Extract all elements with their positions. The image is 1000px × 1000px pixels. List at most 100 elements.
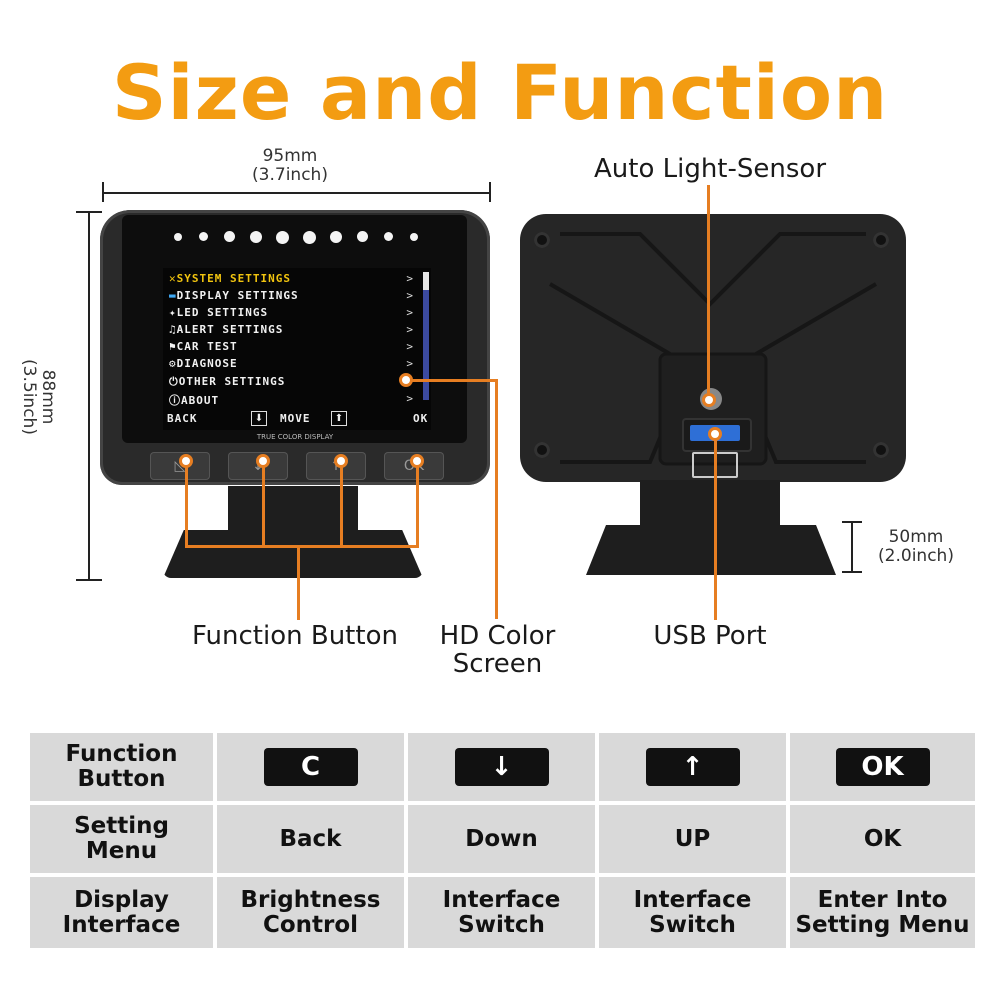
cell-setting-up: UP (599, 805, 786, 873)
callout-line (495, 379, 498, 619)
cell-setting-ok: OK (790, 805, 975, 873)
menu-item-car-test[interactable]: ⚑CAR TEST (169, 340, 238, 353)
back-c-icon: C (263, 748, 358, 786)
led-indicator (174, 233, 182, 241)
height-mm: 88mm (38, 369, 58, 425)
menu-item-other-settings[interactable]: ⏻OTHER SETTINGS (169, 375, 286, 388)
down-arrow-icon: ↓ (454, 748, 549, 786)
menu-item-display-settings[interactable]: ▬DISPLAY SETTINGS (169, 289, 299, 302)
screw (534, 232, 550, 248)
led-indicator (199, 232, 208, 241)
callout-dot (708, 427, 722, 441)
settings-menu: ✕SYSTEM SETTINGS > ▬DISPLAY SETTINGS > ✦… (163, 268, 431, 430)
cell-button-back: C (217, 733, 404, 801)
hd-color-screen-callout: HD Color Screen (439, 621, 556, 679)
scrollbar-thumb (423, 272, 429, 290)
callout-line (412, 379, 497, 382)
height-dimension-label: 88mm (3.5inch) (19, 327, 58, 467)
chevron-right-icon: > (406, 306, 413, 319)
flag-icon: ⚑ (169, 340, 177, 353)
callout-dot (399, 373, 413, 387)
menu-item-alert-settings[interactable]: ♫ALERT SETTINGS (169, 323, 284, 336)
menu-item-system-settings[interactable]: ✕SYSTEM SETTINGS (169, 272, 291, 285)
cell-setting-down: Down (408, 805, 595, 873)
led-indicator (303, 231, 316, 244)
monitor-icon: ▬ (169, 289, 177, 302)
callout-line (416, 466, 419, 546)
usb-port-callout: USB Port (653, 621, 767, 651)
width-dimension-line (103, 192, 491, 194)
width-tick-left (102, 182, 104, 202)
cell-setting-back: Back (217, 805, 404, 873)
alert-icon: ♫ (169, 323, 177, 336)
cell-button-down: ↓ (408, 733, 595, 801)
screw (873, 232, 889, 248)
led-indicator (250, 231, 262, 243)
true-color-display-caption: TRUE COLOR DISPLAY (256, 433, 334, 441)
menu-item-diagnose[interactable]: ⚙DIAGNOSE (169, 357, 238, 370)
screw (534, 442, 550, 458)
callout-line (185, 545, 419, 548)
up-arrow-icon: ↑ (645, 748, 740, 786)
chevron-right-icon: > (406, 289, 413, 302)
width-dimension-label: 95mm (3.7inch) (230, 147, 350, 185)
back-button[interactable]: ◺ (150, 452, 210, 480)
led-indicator (384, 232, 393, 241)
ok-icon: OK (835, 748, 930, 786)
front-stand-base (163, 530, 423, 578)
menu-item-led-settings[interactable]: ✦LED SETTINGS (169, 306, 269, 319)
function-button-callout: Function Button (192, 621, 398, 651)
scrollbar (423, 272, 429, 400)
up-arrow-icon: ⬆ (331, 411, 347, 426)
bulb-icon: ✦ (169, 306, 177, 319)
menu-item-about[interactable]: ⓘABOUT (169, 394, 220, 407)
callout-line (262, 466, 265, 546)
back-stand-base (586, 525, 836, 575)
width-tick-right (489, 182, 491, 202)
led-indicator (276, 231, 289, 244)
power-icon: ⏻ (169, 375, 179, 388)
chevron-right-icon: > (406, 357, 413, 370)
width-mm: 95mm (262, 146, 318, 166)
wrench-icon: ✕ (169, 272, 177, 285)
cell-button-up: ↑ (599, 733, 786, 801)
engine-icon: ⚙ (169, 357, 177, 370)
callout-line (707, 185, 710, 395)
chevron-right-icon: > (406, 323, 413, 336)
width-inch: (3.7inch) (252, 165, 328, 185)
callout-dot (702, 393, 716, 407)
footer-ok: OK (413, 412, 429, 425)
down-arrow-icon: ⬇ (251, 411, 267, 426)
footer-back: BACK (167, 412, 198, 425)
led-indicator (410, 233, 418, 241)
stand-dimension-label: 50mm (2.0inch) (878, 527, 954, 566)
auto-light-sensor-callout: Auto Light-Sensor (593, 154, 827, 184)
front-stand-arm (228, 486, 358, 536)
stand-dimension-line (851, 521, 853, 571)
info-icon: ⓘ (169, 394, 181, 407)
cell-button-ok: OK (790, 733, 975, 801)
height-tick-bottom (76, 579, 102, 581)
screw (873, 442, 889, 458)
page-title: Size and Function (111, 48, 889, 137)
chevron-right-icon: > (406, 340, 413, 353)
footer-move: MOVE (280, 412, 311, 425)
chevron-right-icon: > (406, 272, 413, 285)
callout-line (340, 466, 343, 546)
led-indicator (357, 231, 368, 242)
callout-line (297, 545, 300, 620)
height-inch: (3.5inch) (19, 359, 39, 435)
led-indicator (330, 231, 342, 243)
height-dimension-line (88, 212, 90, 580)
callout-line (185, 466, 188, 546)
callout-line (714, 440, 717, 620)
height-tick-top (76, 211, 102, 213)
led-indicator (224, 231, 235, 242)
